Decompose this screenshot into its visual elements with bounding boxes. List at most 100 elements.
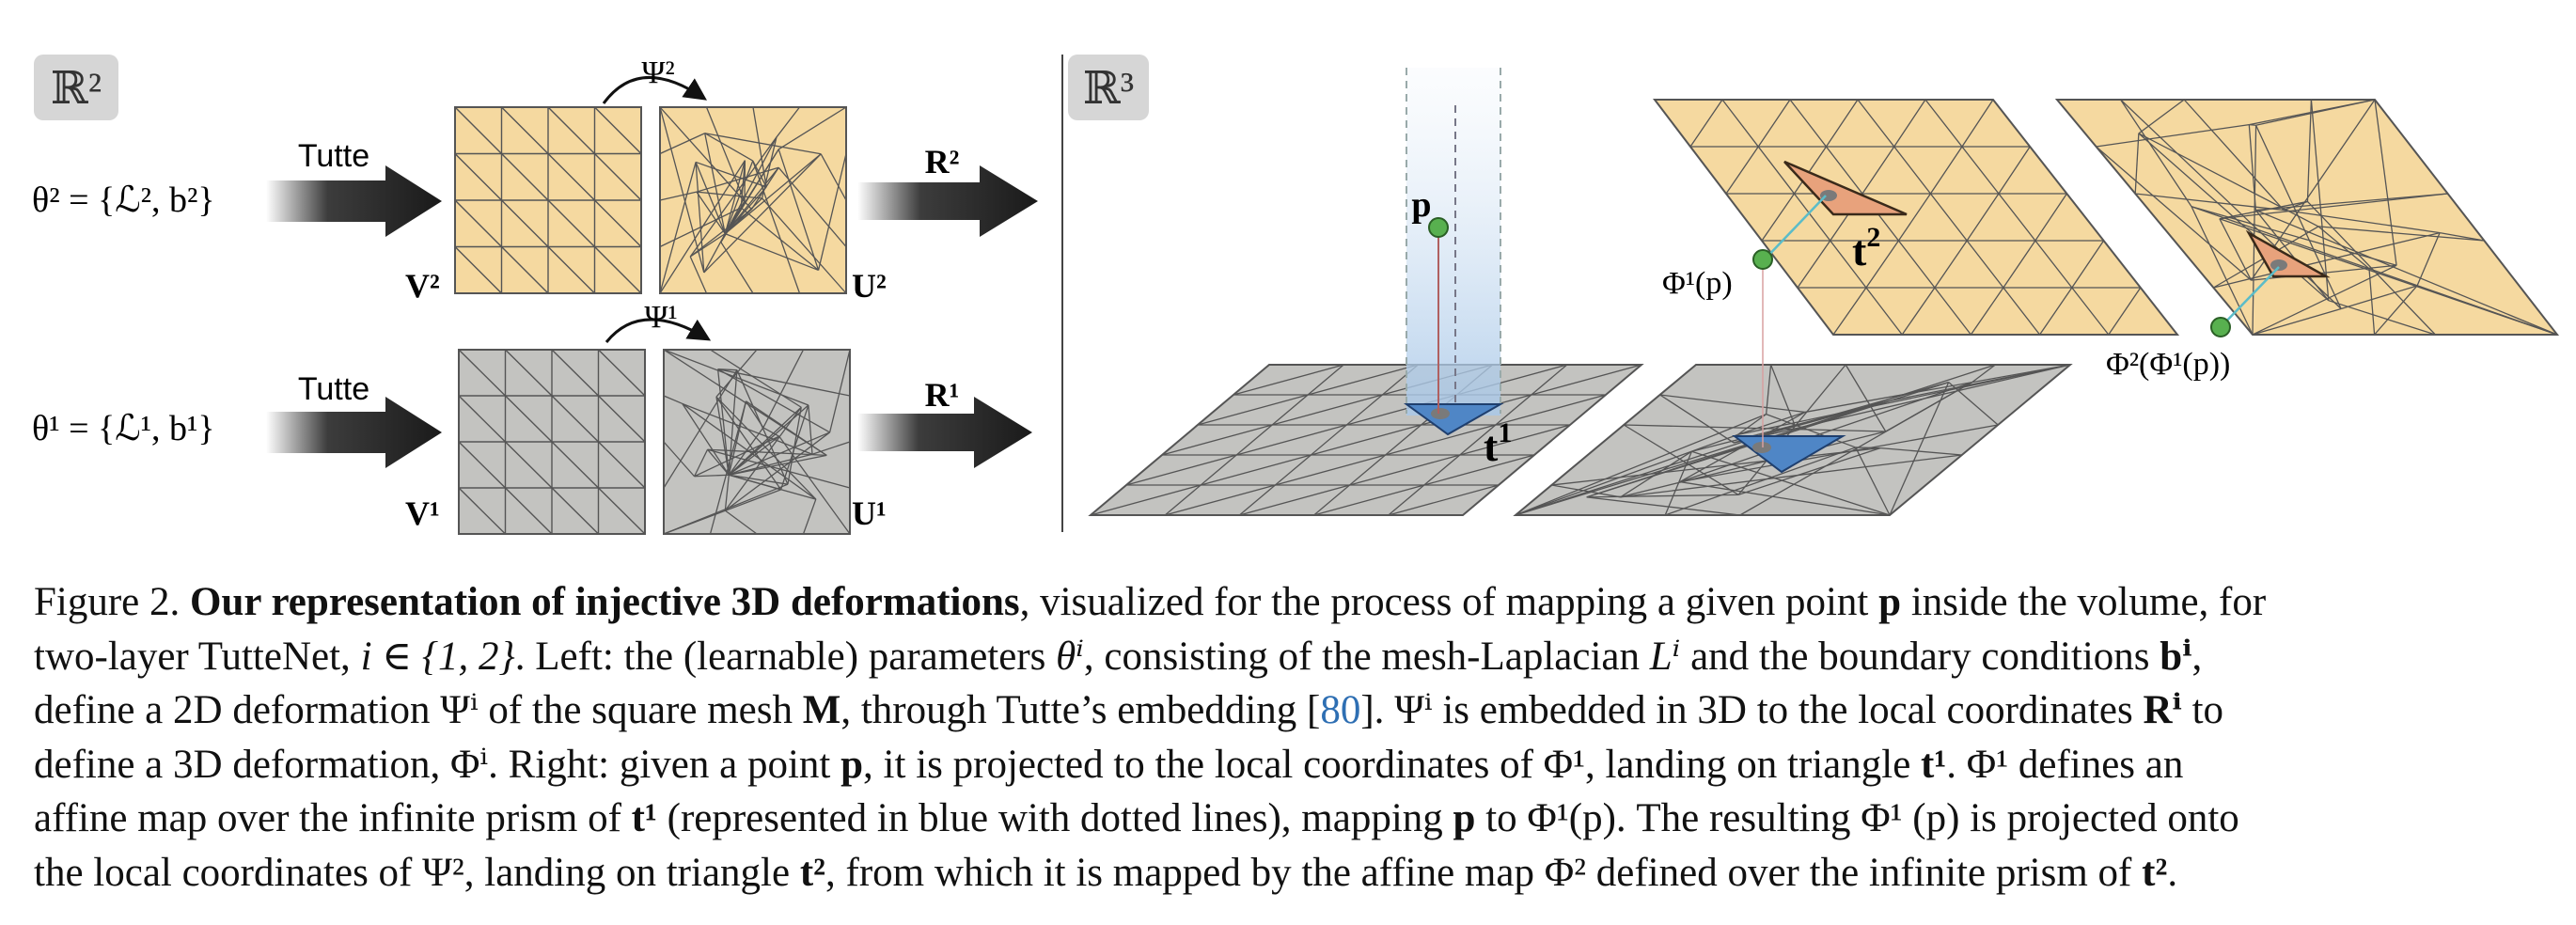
citation-link[interactable]: 80 (1320, 688, 1361, 732)
mesh-edge (501, 106, 549, 154)
mesh-edge (729, 474, 789, 485)
mesh-edge (2255, 193, 2448, 212)
mesh-edge (1825, 99, 1859, 148)
mesh-edge (1664, 447, 1856, 516)
mesh-edge (724, 136, 778, 234)
mesh-edge (1861, 146, 1895, 195)
caption-line-6: the local coordinates of Ψ², landing on … (34, 850, 2178, 895)
mesh-edge (505, 349, 553, 397)
mesh-edge (1948, 382, 1999, 426)
mesh-edge (728, 435, 780, 476)
mesh-edge (2317, 226, 2485, 242)
mesh-edge (505, 395, 553, 443)
mesh-edge (598, 487, 646, 535)
mesh-edge (1388, 364, 1568, 516)
mesh-edge (682, 403, 730, 476)
mesh-edge (817, 153, 847, 271)
mesh-edge (1164, 364, 1344, 516)
mesh-edge (729, 431, 830, 476)
mesh-edge (547, 199, 595, 247)
theta-2-label: θ² = {ℒ², b²} (32, 180, 215, 220)
mesh-edge (2183, 99, 2285, 211)
mesh-edge (1961, 99, 1994, 148)
mesh-edge (820, 153, 847, 201)
mesh-edge (1832, 287, 1867, 336)
mesh-edge (693, 448, 709, 478)
caption-line-2: two-layer TutteNet, i ∈ {1, 2}. Left: th… (34, 634, 2203, 679)
mesh-edge (1857, 99, 2041, 336)
mesh-edge (761, 136, 778, 199)
mesh-edge (2328, 300, 2436, 336)
mesh-edge (1515, 400, 1890, 516)
infinite-prism (1406, 68, 1500, 415)
mesh-edge (547, 153, 595, 201)
mesh-edge (695, 161, 767, 188)
mesh-edge (1737, 447, 1881, 495)
mesh-edge (2138, 99, 2185, 134)
mesh-edge (2252, 264, 2397, 336)
psi-1-curved-arrow (605, 318, 712, 343)
phi2-link-line (2220, 266, 2280, 328)
t1-mapped-mark (1752, 442, 1771, 453)
mesh-edge (1388, 484, 1500, 516)
mesh-v1-regular (458, 349, 646, 535)
mesh-edge (808, 404, 813, 455)
mesh-edge (594, 106, 642, 154)
left-panel: ℝ² θ² = {ℒ², b²} Tutte Ψ² V² U² R² θ¹ = … (32, 55, 1038, 535)
mesh-edge (728, 400, 747, 476)
mesh-edge (551, 395, 599, 443)
mesh-edge (1624, 424, 1886, 432)
mesh-edge (547, 246, 595, 294)
mesh-edge (776, 106, 801, 138)
mesh-edge (695, 162, 705, 273)
theta-1-label: θ¹ = {ℒ¹, b¹} (32, 409, 215, 448)
t1-label: t1 (1484, 417, 1512, 470)
mesh-edge (1879, 447, 1962, 456)
mesh-edge (716, 368, 730, 476)
triangle-t2 (1783, 160, 1908, 216)
mesh-edge (2135, 193, 2285, 212)
mesh-edge (682, 402, 813, 455)
mesh-edge (1586, 494, 1739, 498)
mesh-u2-deformed (659, 106, 847, 294)
mesh-edge (762, 349, 805, 429)
mesh-edge (1761, 193, 1796, 242)
mesh-edge (2039, 287, 2073, 336)
u2-label: U² (852, 267, 887, 305)
mesh-edge (811, 441, 851, 455)
mesh-edge (724, 207, 742, 234)
mesh-edge (1734, 364, 2071, 444)
v1-label: V¹ (405, 494, 440, 532)
mesh-edge (1721, 99, 1903, 336)
mesh-edge (724, 153, 822, 235)
mesh-edge (663, 441, 696, 478)
mesh-edge (1797, 240, 1831, 289)
mesh-edge (505, 441, 553, 489)
mesh-edge (1620, 454, 1962, 498)
mesh-edge (725, 233, 819, 272)
mesh-edge (1239, 484, 1350, 516)
r1-label: R¹ (925, 376, 960, 414)
r-arrow-2 (857, 165, 1038, 237)
mesh-edge (663, 369, 738, 489)
mesh-edge (717, 368, 737, 371)
caption-line-1: Figure 2. Our representation of injectiv… (34, 580, 2267, 624)
mesh-edge (1769, 364, 1796, 426)
mesh-edge (2374, 285, 2418, 336)
mesh-edge (707, 448, 730, 476)
mesh-edge (551, 487, 599, 535)
figure-caption: Figure 2. Our representation of injectiv… (34, 575, 2553, 900)
mesh-edge (752, 160, 801, 294)
mesh-edge (2034, 193, 2067, 242)
mesh-edge (778, 149, 820, 271)
phi1-link-line (1762, 195, 1827, 262)
mesh-edge (454, 199, 502, 247)
mesh-edge (1201, 454, 1312, 486)
tutte-label-2: Tutte (298, 138, 369, 174)
mesh-edge (458, 395, 506, 443)
mesh-edge (704, 133, 754, 162)
mesh-edge (663, 483, 789, 535)
mesh-edge (1757, 99, 1791, 148)
mesh-edge (1737, 414, 1767, 435)
mesh-edge (1766, 414, 1856, 448)
